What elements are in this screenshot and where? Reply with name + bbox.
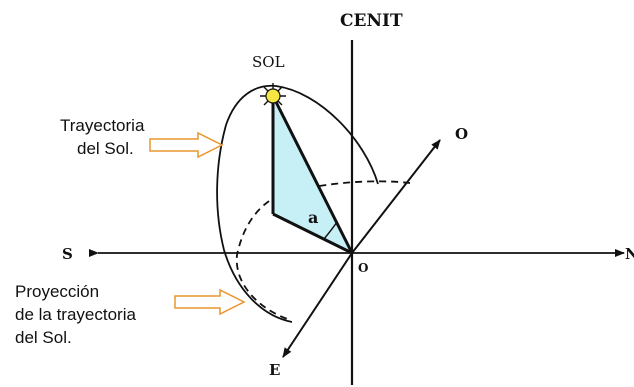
angle-arc xyxy=(323,221,338,240)
origin-label: O xyxy=(358,261,368,275)
sun-ray-line xyxy=(271,95,354,254)
hollow-arrow-icon xyxy=(174,288,246,316)
angle-label: a xyxy=(308,208,318,227)
projection-label-line1: Proyección xyxy=(15,282,99,301)
ground-projection-line xyxy=(272,212,353,255)
east-axis xyxy=(282,252,353,358)
west-label: O xyxy=(455,125,468,143)
west-axis xyxy=(351,139,441,254)
trajectory-projection xyxy=(235,180,411,321)
east-label: E xyxy=(269,361,280,379)
sun-trajectory xyxy=(216,84,379,323)
trajectory-label-line1: Trayectoria xyxy=(60,116,145,135)
hollow-arrow-icon xyxy=(149,131,224,159)
projection-label-line2: de la trayectoria xyxy=(15,305,136,324)
zenith-label: CENIT xyxy=(340,11,403,31)
sun-label: SOL xyxy=(252,53,285,71)
sun-icon xyxy=(260,83,286,109)
south-label: S xyxy=(62,245,73,263)
north-label: N xyxy=(625,245,634,263)
trajectory-label-line2: del Sol. xyxy=(77,139,134,158)
projection-label-line3: del Sol. xyxy=(15,328,72,347)
